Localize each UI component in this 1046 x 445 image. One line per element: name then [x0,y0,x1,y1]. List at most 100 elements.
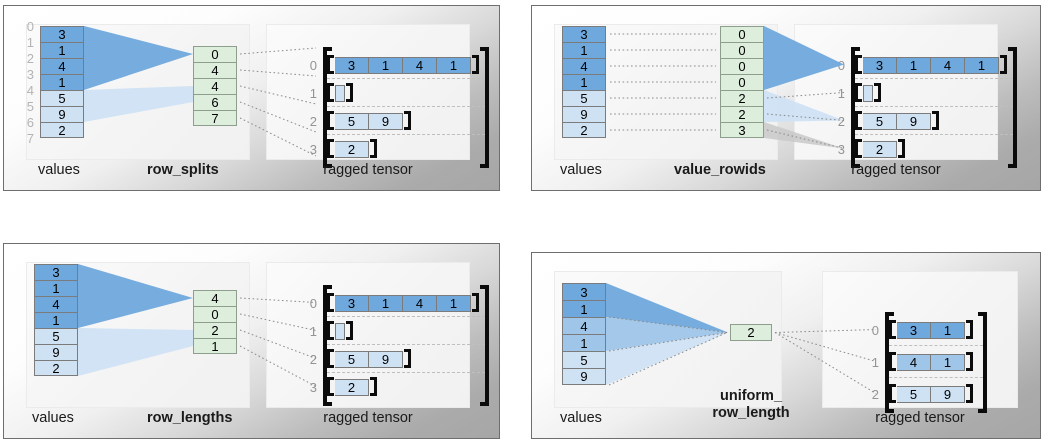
partition-cell: 4 [193,78,237,94]
row-bracket-left [327,321,334,340]
ragged-row: 2 [327,139,377,158]
row-separator [327,344,485,345]
ragged-cell: 9 [897,113,931,130]
row-bracket-right [1000,55,1007,74]
partition-cell: 0 [720,58,764,74]
ragged-row-label: 3 [837,142,845,157]
partition-cell: 2 [720,106,764,122]
outer-bracket-right [978,312,987,413]
value-cell: 9 [562,106,606,122]
row-bracket-right [370,377,377,396]
row-bracket-left [855,83,862,102]
ragged-cell: 2 [335,141,369,158]
ragged-cell: 1 [965,57,999,74]
value-cell: 5 [40,90,84,106]
ragged-row-label: 0 [309,58,317,73]
ragged-row-label: 0 [309,296,317,311]
ragged-row: 2 [327,377,377,396]
caption-ragged-value-rowids: ragged tensor [851,162,941,178]
row-bracket-left [889,320,896,339]
row-bracket-left [327,139,334,158]
outer-bracket-left [323,47,332,168]
ragged-cell: 3 [335,295,369,312]
ragged-cell: 2 [863,141,897,158]
partition-cell: 6 [193,94,237,110]
ragged-row-label: 0 [837,58,845,73]
row-bracket-left [327,111,334,130]
value-cell: 1 [562,74,606,90]
value-cell: 5 [562,90,606,106]
row-bracket-right [346,83,353,102]
ragged-cell: 3 [863,57,897,74]
caption-partition-line-0: uniform_ [719,388,783,404]
row-bracket-right [404,111,411,130]
partition-cell: 0 [193,306,237,322]
row-separator [327,372,485,373]
outer-bracket-right [480,47,489,168]
ragged-cell: 1 [897,57,931,74]
ragged-cell: 3 [897,322,931,339]
ragged-row-label: 2 [309,352,317,367]
row-bracket-right [404,349,411,368]
partition-cell: 2 [730,324,772,341]
ragged-cell: 5 [897,386,931,403]
partition-cell: 4 [193,62,237,78]
row-bracket-right [346,321,353,340]
ragged-cell: 4 [931,57,965,74]
ragged-row-label: 2 [309,114,317,129]
value-cell: 3 [562,283,606,300]
value-cell: 4 [34,296,78,312]
value-cell: 1 [562,42,606,58]
partition-cell: 0 [720,26,764,42]
row-bracket-right [966,384,973,403]
row-bracket-right [472,293,479,312]
ragged-row-label: 1 [871,355,879,370]
row-separator [889,377,983,378]
value-cell: 4 [562,317,606,334]
ragged-cell: 9 [369,113,403,130]
value-cell: 3 [562,26,606,42]
partition-cell: 2 [720,90,764,106]
caption-partition-value-rowids: value_rowids [674,162,766,178]
row-bracket-left [889,352,896,371]
ragged-row-label: 2 [871,387,879,402]
outer-bracket-left [323,285,332,406]
value-cell: 3 [40,26,84,42]
ragged-cell: 4 [897,354,931,371]
value-index-label: 4 [26,83,34,98]
ragged-cell: 2 [335,379,369,396]
row-bracket-right [472,55,479,74]
ragged-row-label: 3 [309,380,317,395]
value-cell: 5 [562,351,606,368]
ragged-cell: 1 [369,295,403,312]
ragged-cell: 1 [437,295,471,312]
ragged-cell: 1 [369,57,403,74]
value-index-label: 3 [26,67,34,82]
value-cell: 4 [40,58,84,74]
row-bracket-left [327,349,334,368]
outer-bracket-left [851,47,860,168]
partition-cell: 2 [193,322,237,338]
partition-cell: 0 [720,42,764,58]
row-bracket-right [932,111,939,130]
caption-ragged-uniform-row-length: ragged tensor [875,410,965,426]
value-cell: 4 [562,58,606,74]
ragged-cell: 9 [369,351,403,368]
